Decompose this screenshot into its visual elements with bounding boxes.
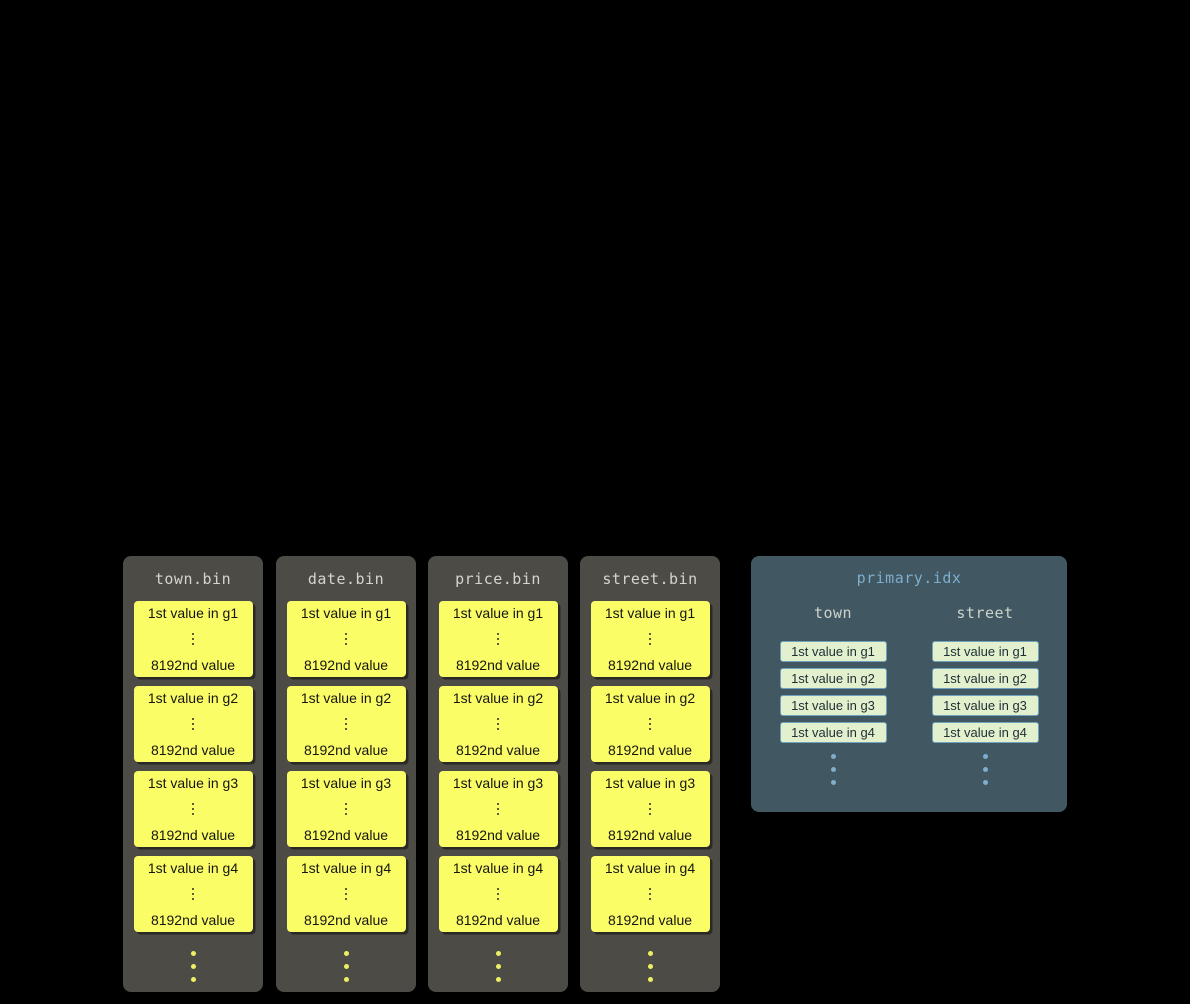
vertical-ellipsis-icon (648, 802, 652, 816)
granule-last-value: 8192nd value (303, 742, 389, 758)
vertical-ellipsis-icon (191, 802, 195, 816)
granule-last-value: 8192nd value (150, 742, 236, 758)
primary-index-title: primary.idx (856, 569, 962, 587)
primary-index-card: primary.idx town 1st value in g1 1st val… (751, 556, 1067, 812)
vertical-ellipsis-icon (648, 717, 652, 731)
granule-block: 1st value in g4 8192nd value (133, 856, 253, 932)
bin-file-date: date.bin 1st value in g1 8192nd value 1s… (276, 556, 416, 992)
vertical-ellipsis-icon (344, 802, 348, 816)
more-granules-ellipsis-icon (190, 951, 196, 982)
granule-first-value: 1st value in g3 (452, 775, 544, 791)
granule-block: 1st value in g3 8192nd value (590, 771, 710, 847)
bin-file-town: town.bin 1st value in g1 8192nd value 1s… (123, 556, 263, 992)
granule-first-value: 1st value in g4 (604, 860, 696, 876)
granule-block: 1st value in g2 8192nd value (590, 686, 710, 762)
vertical-ellipsis-icon (191, 717, 195, 731)
index-entry: 1st value in g3 (779, 695, 887, 716)
vertical-ellipsis-icon (344, 632, 348, 646)
granule-last-value: 8192nd value (150, 912, 236, 928)
vertical-ellipsis-icon (344, 717, 348, 731)
granule-first-value: 1st value in g4 (300, 860, 392, 876)
index-column-street: street 1st value in g1 1st value in g2 1… (931, 604, 1039, 785)
granule-first-value: 1st value in g1 (604, 605, 696, 621)
bin-file-title: street.bin (602, 569, 698, 588)
granule-first-value: 1st value in g2 (147, 690, 239, 706)
index-entry: 1st value in g3 (931, 695, 1039, 716)
granule-last-value: 8192nd value (150, 827, 236, 843)
bin-file-street: street.bin 1st value in g1 8192nd value … (580, 556, 720, 992)
granule-first-value: 1st value in g4 (147, 860, 239, 876)
more-granules-ellipsis-icon (343, 951, 349, 982)
granule-last-value: 8192nd value (607, 742, 693, 758)
granule-first-value: 1st value in g2 (604, 690, 696, 706)
index-column-town: town 1st value in g1 1st value in g2 1st… (779, 604, 887, 785)
granule-last-value: 8192nd value (607, 827, 693, 843)
granule-last-value: 8192nd value (150, 657, 236, 673)
more-entries-ellipsis-icon (830, 754, 836, 785)
index-entry: 1st value in g2 (931, 668, 1039, 689)
index-entry: 1st value in g2 (779, 668, 887, 689)
granule-last-value: 8192nd value (303, 657, 389, 673)
granule-block: 1st value in g2 8192nd value (438, 686, 558, 762)
granule-first-value: 1st value in g3 (604, 775, 696, 791)
vertical-ellipsis-icon (648, 887, 652, 901)
vertical-ellipsis-icon (191, 887, 195, 901)
granule-block: 1st value in g2 8192nd value (133, 686, 253, 762)
index-column-label: town (813, 604, 853, 622)
granule-last-value: 8192nd value (303, 827, 389, 843)
bin-file-price: price.bin 1st value in g1 8192nd value 1… (428, 556, 568, 992)
granule-last-value: 8192nd value (607, 657, 693, 673)
more-granules-ellipsis-icon (495, 951, 501, 982)
granule-first-value: 1st value in g3 (300, 775, 392, 791)
granule-last-value: 8192nd value (455, 657, 541, 673)
granule-block: 1st value in g1 8192nd value (133, 601, 253, 677)
vertical-ellipsis-icon (344, 887, 348, 901)
index-entry: 1st value in g4 (931, 722, 1039, 743)
granule-first-value: 1st value in g2 (452, 690, 544, 706)
granule-first-value: 1st value in g3 (147, 775, 239, 791)
vertical-ellipsis-icon (496, 717, 500, 731)
granule-first-value: 1st value in g4 (452, 860, 544, 876)
primary-index-columns: town 1st value in g1 1st value in g2 1st… (751, 604, 1067, 785)
granule-last-value: 8192nd value (455, 827, 541, 843)
index-entry: 1st value in g1 (931, 641, 1039, 662)
granule-block: 1st value in g3 8192nd value (286, 771, 406, 847)
bin-file-title: town.bin (154, 569, 232, 588)
bin-file-title: date.bin (307, 569, 385, 588)
vertical-ellipsis-icon (648, 632, 652, 646)
index-entry: 1st value in g1 (779, 641, 887, 662)
granule-first-value: 1st value in g1 (300, 605, 392, 621)
index-column-label: street (956, 604, 1014, 622)
granule-block: 1st value in g1 8192nd value (438, 601, 558, 677)
granule-last-value: 8192nd value (455, 912, 541, 928)
granule-block: 1st value in g1 8192nd value (590, 601, 710, 677)
granule-block: 1st value in g3 8192nd value (438, 771, 558, 847)
more-granules-ellipsis-icon (647, 951, 653, 982)
vertical-ellipsis-icon (496, 887, 500, 901)
granule-first-value: 1st value in g2 (300, 690, 392, 706)
granule-last-value: 8192nd value (303, 912, 389, 928)
granule-first-value: 1st value in g1 (147, 605, 239, 621)
vertical-ellipsis-icon (496, 632, 500, 646)
granule-block: 1st value in g2 8192nd value (286, 686, 406, 762)
vertical-ellipsis-icon (191, 632, 195, 646)
granule-block: 1st value in g4 8192nd value (590, 856, 710, 932)
granule-block: 1st value in g1 8192nd value (286, 601, 406, 677)
granule-block: 1st value in g4 8192nd value (286, 856, 406, 932)
granule-first-value: 1st value in g1 (452, 605, 544, 621)
granule-last-value: 8192nd value (607, 912, 693, 928)
index-entry: 1st value in g4 (779, 722, 887, 743)
bin-file-title: price.bin (455, 569, 541, 588)
granule-block: 1st value in g4 8192nd value (438, 856, 558, 932)
granule-block: 1st value in g3 8192nd value (133, 771, 253, 847)
granule-last-value: 8192nd value (455, 742, 541, 758)
vertical-ellipsis-icon (496, 802, 500, 816)
more-entries-ellipsis-icon (982, 754, 988, 785)
